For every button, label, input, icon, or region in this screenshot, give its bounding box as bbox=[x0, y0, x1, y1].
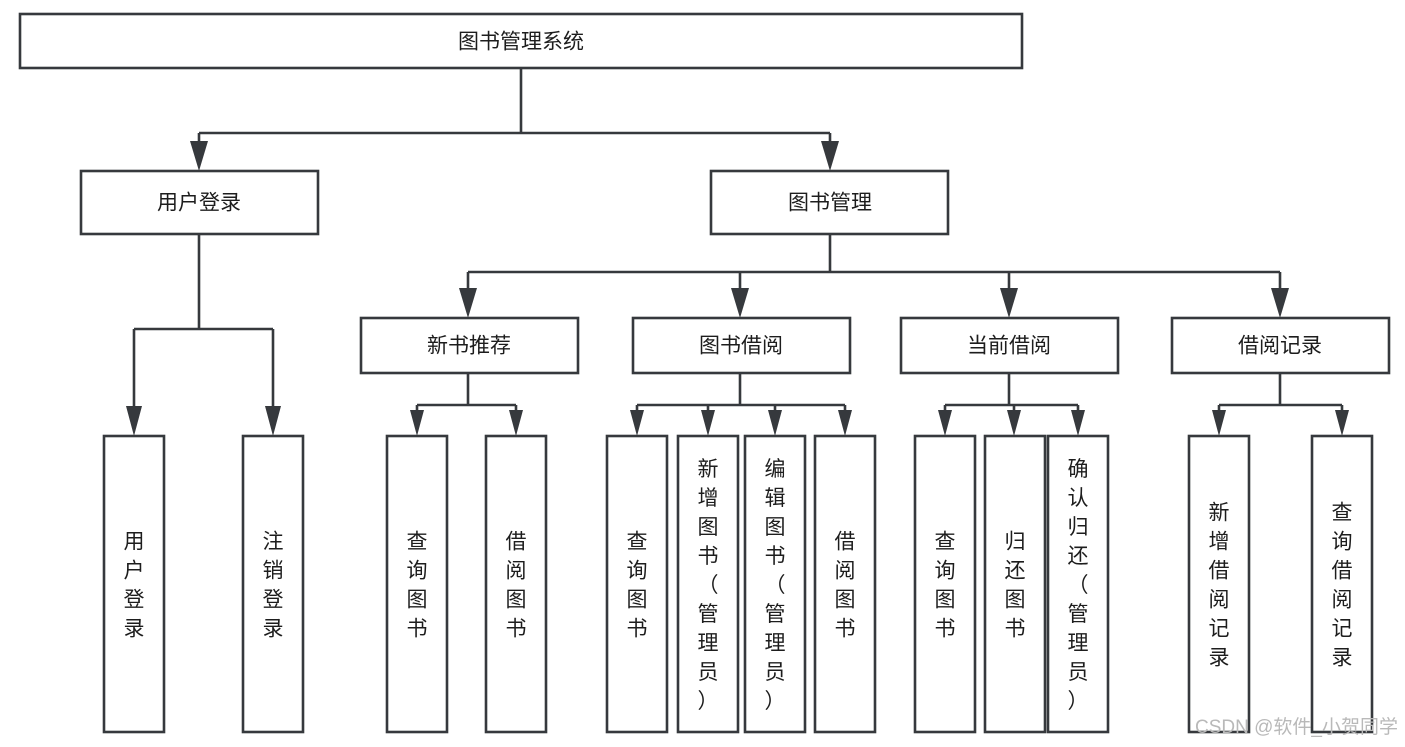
node-new-book-recommend-label: 新书推荐 bbox=[427, 335, 511, 358]
connector-layer bbox=[126, 68, 1349, 436]
node-leaf-add-borrow-record[interactable]: 新增借阅记录 bbox=[1187, 434, 1251, 734]
node-user-login-box[interactable] bbox=[79, 169, 320, 236]
node-root-label: 图书管理系统 bbox=[458, 31, 584, 54]
node-leaf-user-logout-label: 注销登录 bbox=[263, 531, 284, 641]
node-root[interactable]: 图书管理系统 bbox=[18, 12, 1024, 70]
node-book-manage-label: 图书管理 bbox=[788, 192, 872, 215]
node-book-manage[interactable]: 图书管理 bbox=[709, 169, 950, 236]
node-user-login[interactable]: 用户登录 bbox=[79, 169, 320, 236]
node-borrow-record[interactable]: 借阅记录 bbox=[1170, 316, 1391, 375]
arrow-head-leaf-return-book bbox=[1007, 410, 1021, 436]
node-new-book-recommend[interactable]: 新书推荐 bbox=[359, 316, 580, 375]
node-book-borrow[interactable]: 图书借阅 bbox=[631, 316, 852, 375]
node-root-box[interactable] bbox=[18, 12, 1024, 70]
node-current-borrow[interactable]: 当前借阅 bbox=[899, 316, 1120, 375]
arrow-head-leaf-user-login bbox=[126, 406, 142, 436]
node-new-book-recommend-box[interactable] bbox=[359, 316, 580, 375]
node-leaf-query-book-recommend-label: 查询图书 bbox=[407, 531, 428, 641]
node-leaf-query-book-borrow[interactable]: 查询图书 bbox=[605, 434, 669, 734]
node-leaf-borrow-book-box[interactable] bbox=[813, 434, 877, 734]
node-leaf-query-book-borrow-box[interactable] bbox=[605, 434, 669, 734]
node-leaf-return-book[interactable]: 归还图书 bbox=[983, 434, 1047, 734]
node-current-borrow-box[interactable] bbox=[899, 316, 1120, 375]
node-leaf-user-logout-box[interactable] bbox=[241, 434, 305, 734]
node-leaf-confirm-return-admin-label: 确认归还（管理员） bbox=[1068, 458, 1089, 713]
node-book-borrow-label: 图书借阅 bbox=[699, 335, 783, 358]
node-leaf-query-borrow-record-box[interactable] bbox=[1310, 434, 1374, 734]
node-leaf-return-book-box[interactable] bbox=[983, 434, 1047, 734]
node-leaf-confirm-return-admin-box[interactable] bbox=[1046, 434, 1110, 734]
node-leaf-query-borrow-record-label: 查询借阅记录 bbox=[1332, 502, 1353, 670]
node-borrow-record-label: 借阅记录 bbox=[1238, 335, 1322, 358]
node-leaf-query-book-current-label: 查询图书 bbox=[935, 531, 956, 641]
node-leaf-query-book-current[interactable]: 查询图书 bbox=[913, 434, 977, 734]
node-leaf-query-book-recommend-box[interactable] bbox=[385, 434, 449, 734]
node-leaf-query-book-borrow-label: 查询图书 bbox=[627, 531, 648, 641]
csdn-watermark: CSDN @软件_小贺同学 bbox=[1195, 716, 1398, 738]
node-user-login-label: 用户登录 bbox=[157, 192, 241, 215]
arrow-head-leaf-edit-book-admin bbox=[768, 410, 782, 436]
node-leaf-borrow-book-recommend-label: 借阅图书 bbox=[506, 531, 527, 641]
node-leaf-add-book-admin-box[interactable] bbox=[676, 434, 740, 734]
node-leaf-query-book-current-box[interactable] bbox=[913, 434, 977, 734]
arrow-head-leaf-query-book-current bbox=[938, 410, 952, 436]
arrow-head-leaf-query-book-borrow bbox=[630, 410, 644, 436]
arrow-head-borrow-record bbox=[1271, 288, 1289, 318]
node-book-manage-box[interactable] bbox=[709, 169, 950, 236]
arrow-head-leaf-query-borrow-record bbox=[1335, 410, 1349, 436]
node-leaf-add-book-admin-label: 新增图书（管理员） bbox=[698, 458, 719, 713]
node-leaf-user-logout[interactable]: 注销登录 bbox=[241, 434, 305, 734]
arrow-head-leaf-user-logout bbox=[265, 406, 281, 436]
node-leaf-add-borrow-record-label: 新增借阅记录 bbox=[1209, 502, 1230, 670]
node-leaf-add-borrow-record-box[interactable] bbox=[1187, 434, 1251, 734]
node-leaf-edit-book-admin-box[interactable] bbox=[743, 434, 807, 734]
node-leaf-edit-book-admin-label: 编辑图书（管理员） bbox=[765, 458, 786, 713]
node-leaf-borrow-book[interactable]: 借阅图书 bbox=[813, 434, 877, 734]
node-leaf-borrow-book-label: 借阅图书 bbox=[835, 531, 856, 641]
node-current-borrow-label: 当前借阅 bbox=[967, 335, 1051, 358]
arrow-head-new-book-recommend bbox=[459, 288, 477, 318]
arrow-head-leaf-borrow-book bbox=[838, 410, 852, 436]
node-leaf-edit-book-admin[interactable]: 编辑图书（管理员） bbox=[743, 434, 807, 734]
node-leaf-user-login[interactable]: 用户登录 bbox=[102, 434, 166, 734]
node-leaf-confirm-return-admin[interactable]: 确认归还（管理员） bbox=[1046, 434, 1110, 734]
arrow-head-leaf-add-borrow-record bbox=[1212, 410, 1226, 436]
node-borrow-record-box[interactable] bbox=[1170, 316, 1391, 375]
node-leaf-add-book-admin[interactable]: 新增图书（管理员） bbox=[676, 434, 740, 734]
arrow-head-user-login bbox=[190, 141, 208, 171]
arrow-head-current-borrow bbox=[1000, 288, 1018, 318]
node-leaf-query-borrow-record[interactable]: 查询借阅记录 bbox=[1310, 434, 1374, 734]
node-book-borrow-box[interactable] bbox=[631, 316, 852, 375]
node-leaf-return-book-label: 归还图书 bbox=[1005, 531, 1026, 641]
leaf-layer: 用户登录 注销登录 查询图书 借阅图书 查询图书 新增图书（管理员） 编辑图书（… bbox=[102, 434, 1374, 734]
node-leaf-borrow-book-recommend-box[interactable] bbox=[484, 434, 548, 734]
arrow-head-leaf-query-book-recommend bbox=[410, 410, 424, 436]
arrow-head-leaf-confirm-return-admin bbox=[1071, 410, 1085, 436]
node-leaf-user-login-box[interactable] bbox=[102, 434, 166, 734]
node-leaf-borrow-book-recommend[interactable]: 借阅图书 bbox=[484, 434, 548, 734]
node-leaf-query-book-recommend[interactable]: 查询图书 bbox=[385, 434, 449, 734]
arrow-head-leaf-add-book-admin bbox=[701, 410, 715, 436]
arrow-head-book-manage bbox=[821, 141, 839, 171]
arrow-head-book-borrow bbox=[731, 288, 749, 318]
node-leaf-user-login-label: 用户登录 bbox=[124, 531, 145, 641]
arrow-head-leaf-borrow-book-recommend bbox=[509, 410, 523, 436]
